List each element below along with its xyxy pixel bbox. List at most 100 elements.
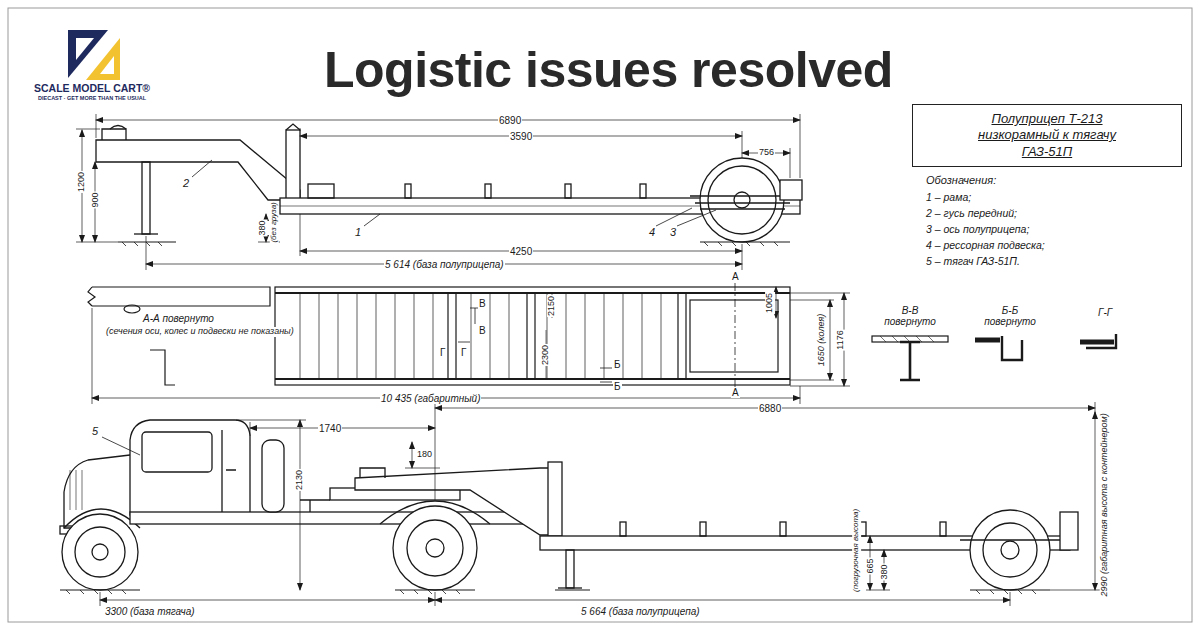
section-profiles [1080,340,1114,345]
dimension-lines [102,437,140,455]
semitrailer-t-213 [970,510,1050,590]
section-mark: Б [613,381,622,392]
callout-number: 4 [648,226,656,238]
semitrailer-t-213 [1060,512,1078,550]
tractor-gaz-51p [222,430,236,512]
dimension-lines [790,148,791,178]
semitrailer-plan-view [300,293,661,379]
dimension: 5 664 (база полуприцепа) [580,606,701,617]
callout-number: 1 [354,226,362,238]
semitrailer-side-view [700,158,784,242]
tractor-gaz-51p [262,440,284,512]
dimension: 380 [258,219,268,236]
dimension-lines [435,600,1010,601]
semitrailer-plan-view [458,308,612,382]
dimension-lines [300,128,742,158]
section-profiles [900,342,920,380]
semitrailer-plan-view [92,287,270,306]
dimension-lines [92,308,800,404]
section-mark: А [731,271,740,282]
semitrailer-plan-view [448,293,456,379]
dimension-lines [100,402,1102,606]
dimension-lines [100,592,1010,606]
semitrailer-t-213 [355,468,560,535]
callout-number: 3 [669,226,677,238]
dimension-lines [76,114,800,270]
semitrailer-plan-view [527,293,535,379]
dimension: 5 614 (база полуприцепа) [384,259,505,270]
semitrailer-t-213 [960,539,1060,541]
dimension: 2990 (габаритная высота с контейнером) [1100,412,1110,597]
semitrailer-t-213 [940,522,946,536]
legend-entry: 3 – ось полуприцепа; [925,224,1030,236]
dimension-lines [100,600,435,601]
semitrailer-t-213 [983,523,1037,577]
dimension: 756 [758,148,775,158]
dimension: 6880 [758,403,782,414]
legend-heading: Обозначения: [925,174,997,186]
dimension: 380 [880,563,890,580]
dimension-lines [76,129,118,242]
dimension-lines [96,120,800,121]
dimension: 1200 [77,171,87,193]
callout-number: 5 [91,425,99,437]
dimension-lines [405,468,440,469]
dimension-lines [866,590,890,591]
tractor-gaz-51p [60,420,540,590]
semitrailer-side-view [780,180,802,200]
tractor-gaz-51p [300,500,330,512]
semitrailer-t-213 [60,589,1050,590]
dimension-lines [250,422,251,436]
dimension: 2130 [295,469,305,491]
tractor-gaz-51p [92,544,108,560]
title-block: Полуприцеп Т-213 низкорамный к тягачу ГА… [912,104,1182,167]
dimension-lines [146,214,742,270]
semitrailer-plan-view [678,293,686,379]
semitrailer-side-view [122,242,778,246]
section-mark: В [478,325,487,336]
section-profiles [1086,334,1116,348]
semitrailer-plan-view [150,350,175,385]
leader-lines [677,210,716,226]
view-title: А-А повернуто [142,313,215,324]
section-title: Б-Б повернуто [978,305,1042,327]
dimension: 1740 [318,423,342,434]
dimension-lines [435,402,1095,500]
brand-tagline: DIECAST · GET MORE THAN THE USUAL [37,95,147,101]
semitrailer-side-view [134,233,158,234]
section-profiles [872,334,1116,380]
semitrailer-t-213 [620,522,626,536]
logo-mark [86,38,120,80]
dimension-lines [790,293,850,386]
semitrailer-t-213 [66,590,1036,594]
semitrailer-t-213 [780,522,786,536]
semitrailer-plan-view [275,287,790,385]
semitrailer-plan-view [124,305,140,313]
dimension-lines [96,114,800,178]
dimension-lines [236,420,306,421]
dimension: 10 435 (габаритный) [380,393,481,404]
drawing-title: Полуприцеп Т-213 низкорамный к тягачу ГА… [953,111,1141,160]
semitrailer-side-view [405,184,411,198]
semitrailer-t-213 [566,550,574,588]
tractor-gaz-51p [426,539,444,557]
semitrailer-t-213 [360,468,385,478]
tractor-gaz-51p [75,527,125,577]
semitrailer-plan-view [735,283,736,388]
section-mark: В [478,298,487,309]
dimension: 1176 [836,329,846,350]
semitrailer-side-view [96,140,300,200]
tractor-gaz-51p [70,470,82,510]
semitrailer-plan-view [88,283,790,388]
section-mark: А [731,387,740,398]
tractor-gaz-51p [130,420,250,515]
dimension: 3590 [509,131,533,142]
section-title: Г-Г [1097,307,1113,318]
leader-lines [656,208,692,226]
dimension-note: (без груза) [270,201,279,243]
semitrailer-side-view [286,130,300,200]
semitrailer-side-view [286,124,300,130]
tractor-gaz-51p [142,432,212,472]
dimension-lines [412,442,413,468]
tractor-gaz-51p [62,514,138,590]
